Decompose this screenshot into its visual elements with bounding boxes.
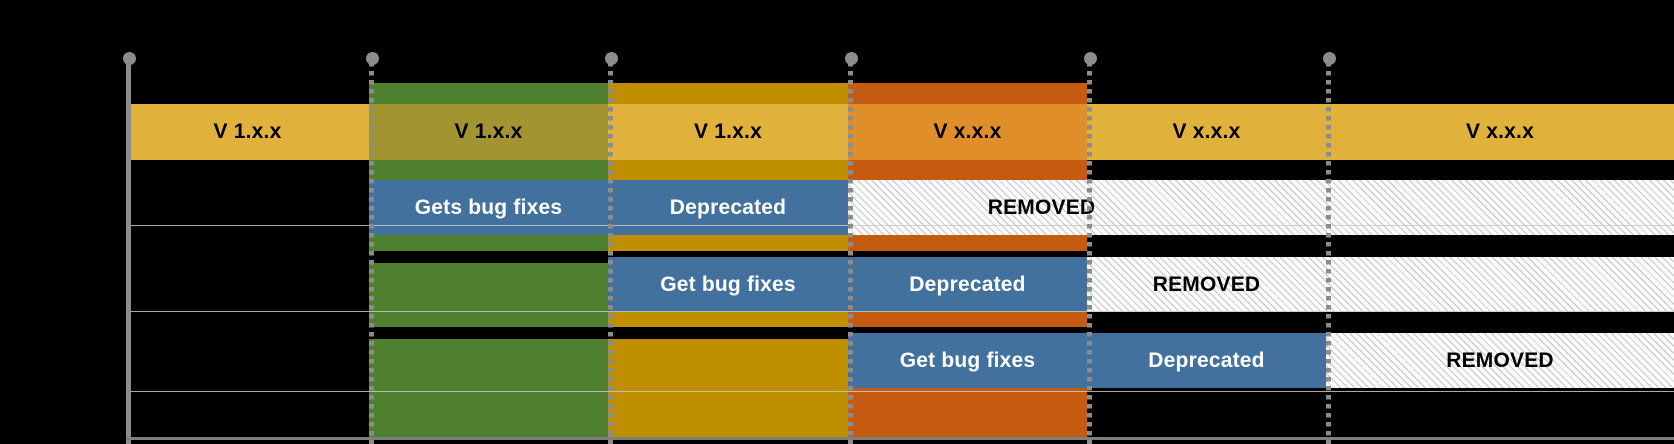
marker-5-knob [1084,52,1097,65]
row2-version-seg-2-label: V x.x.x [1172,120,1241,143]
marker-1-knob [123,52,136,65]
row2-status-seg-3-label: REMOVED [1152,272,1261,296]
marker-5-stem [1087,62,1092,444]
marker-3-knob [605,52,618,65]
row2-status-seg-2-label: Deprecated [909,272,1026,296]
marker-4-stem [848,62,853,444]
row3-status-seg-2[interactable]: Deprecated [1087,333,1326,388]
marker-6-knob [1323,52,1336,65]
row1-version-seg-1-label: V 1.x.x [213,120,282,143]
row1-status-seg-1-label: Gets bug fixes [414,195,563,219]
right-void-lane3 [1326,388,1674,437]
separator-1 [126,225,1674,226]
row1-version-seg-3[interactable]: V 1.x.x [608,104,848,160]
row1-version-seg-2-label: V 1.x.x [454,120,523,143]
marker-1-stem [126,62,131,444]
marker-6-stem [1326,62,1331,444]
row1-status-seg-3-label: REMOVED [987,195,1096,219]
row2-status-seg-2[interactable]: Deprecated [848,257,1087,312]
marker-3-stem [608,62,613,444]
row1-status-seg-3[interactable]: REMOVED [848,180,1674,235]
marker-2-stem [369,62,374,444]
row2-status-seg-1[interactable]: Get bug fixes [608,257,848,312]
right-void-lane2 [1087,312,1674,333]
row1-version-seg-1[interactable]: V 1.x.x [126,104,369,160]
row2-version-seg-1[interactable]: V x.x.x [848,104,1087,160]
separator-3 [126,391,1674,392]
row3-status-seg-1[interactable]: Get bug fixes [848,333,1087,388]
row2-version-seg-1-label: V x.x.x [933,120,1002,143]
row3-status-seg-2-label: Deprecated [1148,348,1265,372]
row2-version-seg-2-label-b: V x.x.x [1466,120,1534,143]
row2-version-seg-2[interactable]: V x.x.x V x.x.x [1087,104,1674,160]
right-void-lane1 [1087,160,1674,180]
timeline-baseline [126,437,1674,440]
right-void-lane1b [1087,235,1674,257]
separator-2 [126,311,1674,312]
row2-status-seg-1-label: Get bug fixes [660,272,796,296]
row2-status-seg-3[interactable]: REMOVED [1087,257,1674,312]
row1-status-seg-2[interactable]: Deprecated [608,180,848,235]
row1-status-seg-1[interactable]: Gets bug fixes [369,180,608,235]
marker-4-knob [845,52,858,65]
row1-version-seg-2[interactable]: V 1.x.x [369,104,608,160]
row3-status-seg-1-label: Get bug fixes [899,348,1036,372]
row1-version-seg-3-label: V 1.x.x [694,120,762,143]
row1-status-seg-2-label: Deprecated [669,195,787,219]
marker-2-knob [366,52,379,65]
row3-status-seg-3[interactable]: REMOVED [1326,333,1674,388]
row3-status-seg-3-label: REMOVED [1446,348,1554,372]
